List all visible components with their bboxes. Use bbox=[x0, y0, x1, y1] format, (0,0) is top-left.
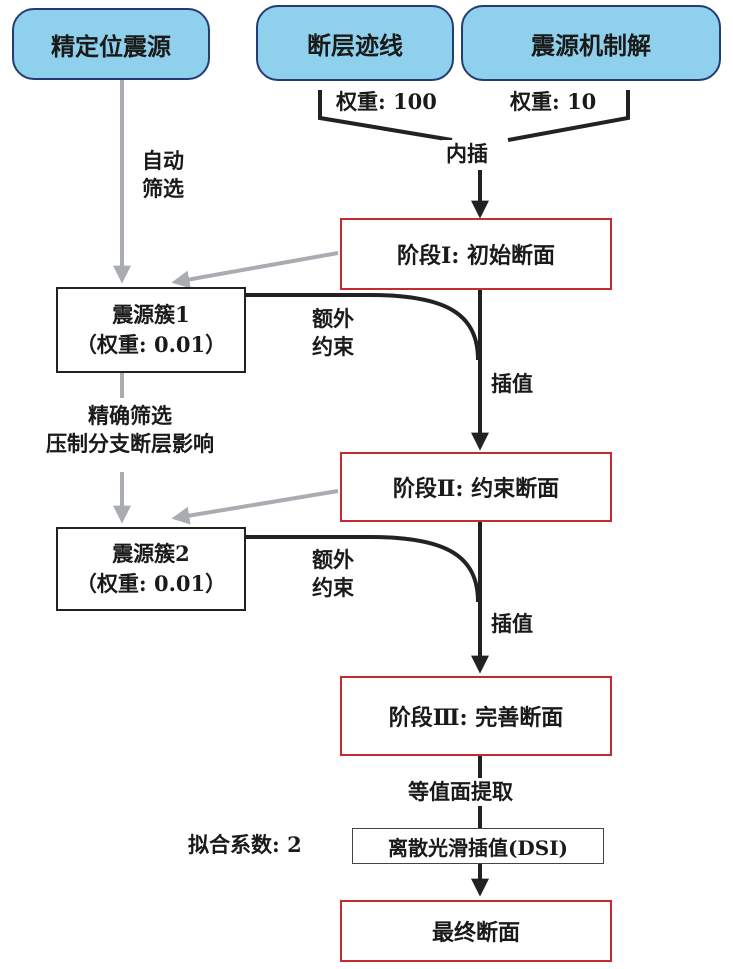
extra-constraint-label-2: 额外 约束 bbox=[312, 546, 354, 603]
fine-filter-line2: 压制分支断层影响 bbox=[46, 431, 214, 457]
dsi-box: 离散光滑插值(DSI) bbox=[352, 828, 604, 864]
stage1-label: 阶段Ⅰ: 初始断面 bbox=[396, 243, 556, 269]
stage1-initial-surface: 阶段Ⅰ: 初始断面 bbox=[340, 218, 612, 290]
relocated-source-node: 精定位震源 bbox=[12, 8, 210, 80]
fine-filter-line1: 精确筛选 bbox=[88, 403, 172, 428]
extra-constraint-2-line2: 约束 bbox=[312, 575, 354, 601]
dsi-label: 离散光滑插值(DSI) bbox=[387, 835, 569, 860]
weight-bracket-connector bbox=[507, 90, 630, 142]
cluster2-box: 震源簇2 （权重: 0.01） bbox=[56, 527, 246, 611]
stage2-constrained-surface: 阶段Ⅱ: 约束断面 bbox=[340, 452, 612, 522]
auto-filter-line2: 筛选 bbox=[142, 176, 184, 202]
cluster2-name: 震源簇2 bbox=[112, 540, 190, 566]
extra-constraint-label-1: 额外 约束 bbox=[312, 305, 354, 362]
auto-filter-label: 自动 筛选 bbox=[142, 147, 184, 204]
isosurface-extraction-label: 等值面提取 bbox=[404, 778, 517, 807]
cluster1-weight: （权重: 0.01） bbox=[75, 332, 227, 357]
fine-filter-label: 精确筛选 压制分支断层影响 bbox=[20, 402, 240, 459]
final-label: 最终断面 bbox=[431, 920, 520, 946]
arrow-stage1-to-cluster1 bbox=[171, 251, 339, 289]
extra-constraint-1-line2: 约束 bbox=[312, 334, 354, 360]
focal-mechanism-label: 震源机制解 bbox=[531, 30, 651, 60]
auto-filter-line1: 自动 bbox=[142, 148, 184, 173]
arrow-stage2-to-cluster2 bbox=[171, 489, 339, 525]
stage3-refined-surface: 阶段Ⅲ: 完善断面 bbox=[340, 676, 612, 756]
interp-value-label-1: 插值 bbox=[491, 371, 533, 396]
interp-value-label-2: 插值 bbox=[491, 611, 533, 636]
extra-constraint-2-line1: 额外 bbox=[312, 547, 354, 572]
stage3-label: 阶段Ⅲ: 完善断面 bbox=[388, 705, 564, 731]
final-surface: 最终断面 bbox=[340, 900, 612, 962]
stage2-label: 阶段Ⅱ: 约束断面 bbox=[392, 476, 560, 502]
relocated-source-label: 精定位震源 bbox=[51, 31, 171, 61]
cluster1-box: 震源簇1 （权重: 0.01） bbox=[56, 287, 246, 373]
cluster1-name: 震源簇1 bbox=[112, 301, 190, 327]
focal-mechanism-weight: 权重: 10 bbox=[510, 89, 597, 114]
fault-trace-weight: 权重: 100 bbox=[336, 89, 437, 114]
fault-trace-node: 断层迹线 bbox=[256, 5, 454, 81]
weight-bracket-connector bbox=[318, 90, 453, 142]
interpolate-label: 内插 bbox=[442, 140, 492, 169]
extra-constraint-curve-2 bbox=[244, 535, 480, 603]
cluster2-weight: （权重: 0.01） bbox=[75, 571, 227, 596]
fault-trace-label: 断层迹线 bbox=[307, 30, 403, 60]
extra-constraint-curve-1 bbox=[244, 293, 480, 361]
fit-coefficient-label: 拟合系数: 2 bbox=[188, 832, 302, 857]
extra-constraint-1-line1: 额外 bbox=[312, 306, 354, 331]
focal-mechanism-node: 震源机制解 bbox=[461, 5, 721, 81]
